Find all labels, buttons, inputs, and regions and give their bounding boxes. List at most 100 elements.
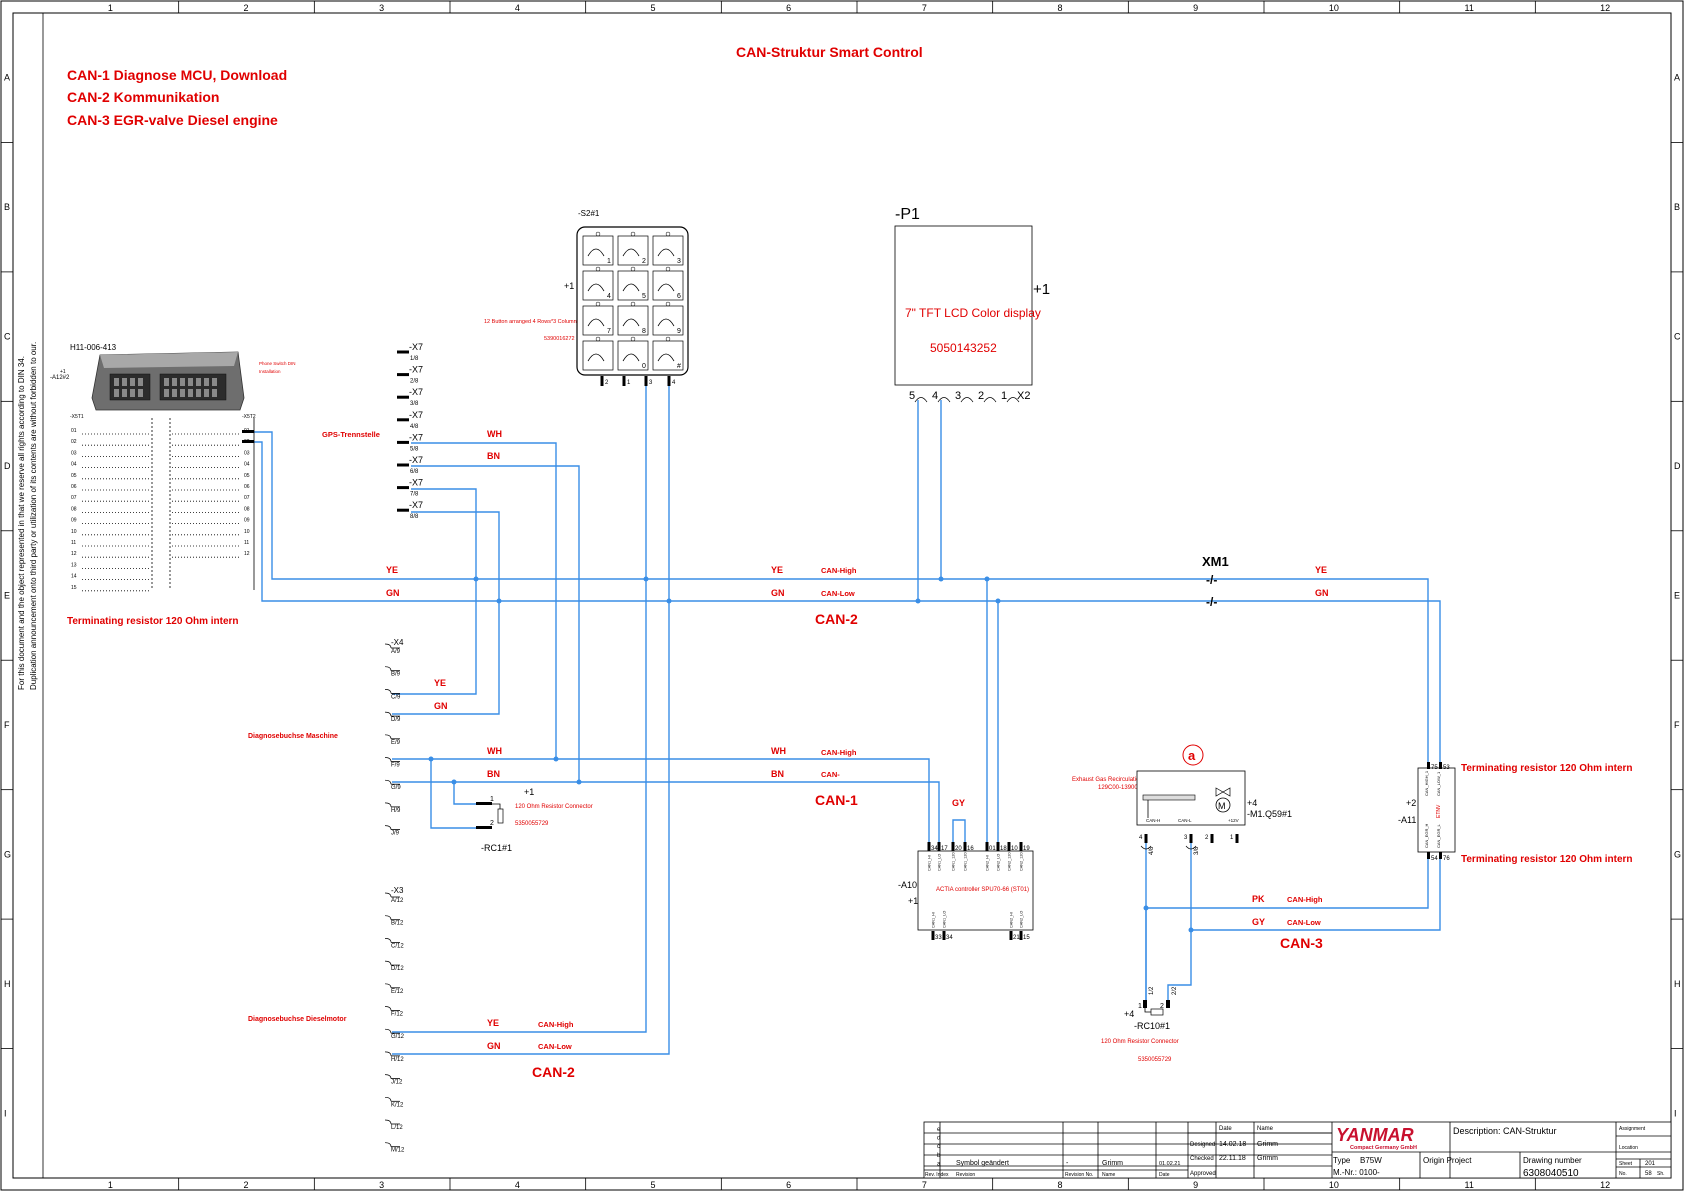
- keypad-button[interactable]: #: [652, 336, 684, 371]
- can1-label: CAN-1: [815, 792, 858, 808]
- rc1-wire-2: [453, 782, 492, 805]
- keypad-button[interactable]: 6: [652, 266, 684, 301]
- egr-desc-2: 129C00-13900: [1098, 785, 1138, 791]
- mcu-right-pin: 05: [244, 473, 250, 479]
- mcu-right-pin: 07: [244, 495, 250, 501]
- x7-connector: -X71/8-X72/8-X73/8-X74/8-X75/8-X76/8-X77…: [397, 342, 423, 520]
- x3-pin: D/12: [391, 966, 404, 972]
- type-value: B75W: [1360, 1156, 1382, 1165]
- col-date: Date: [1159, 1172, 1170, 1178]
- x3-pin: M/12: [391, 1148, 405, 1154]
- mcu-left-pin: 10: [71, 529, 77, 535]
- mcu-right-pin: 03: [244, 450, 250, 456]
- mcu-right-pin: 04: [244, 462, 250, 468]
- rc10-ref: -RC10#1: [1134, 1021, 1170, 1031]
- mcu-right-pin: 09: [244, 518, 250, 524]
- keypad-button[interactable]: 2: [617, 231, 649, 266]
- xm1-sep-1: -/-: [1206, 573, 1217, 587]
- keypad-button[interactable]: 3: [652, 231, 684, 266]
- gn-label-5: GN: [487, 1041, 501, 1051]
- keypad-button[interactable]: 5: [617, 266, 649, 301]
- mcu-left-pin: 06: [71, 484, 77, 490]
- col-mark-bottom-9: 9: [1193, 1180, 1198, 1190]
- rc1-plus: +1: [524, 787, 534, 797]
- x3-pin: K/12: [391, 1102, 404, 1108]
- can3-label: CAN-3: [1280, 935, 1323, 951]
- x3-label: -X3: [391, 886, 404, 895]
- egr-pin: 2: [1205, 835, 1209, 841]
- rev-a-text: Symbol geändert: [956, 1160, 1009, 1167]
- keypad-desc: 12 Button arranged 4 Rows*3 Columns: [484, 319, 580, 325]
- rev-index: b: [937, 1153, 941, 1159]
- rev-index: e: [937, 1127, 941, 1133]
- x7-label: -X7: [409, 500, 423, 510]
- keypad-button[interactable]: 8: [617, 301, 649, 336]
- mcu-left-pin: 13: [71, 562, 77, 568]
- rc1-connector: +1 120 Ohm Resistor Connector 5350055729…: [476, 787, 593, 853]
- egr-pinlabel-can-l: CAN-L: [1178, 818, 1192, 823]
- type-label: Type: [1333, 1156, 1351, 1165]
- rc10-wire-2: 2/2: [1172, 986, 1178, 995]
- keypad-button[interactable]: 0: [617, 336, 649, 371]
- col-revision: Revision: [956, 1172, 975, 1178]
- rc10-connector: 1 2 1/2 2/2 +4 -RC10#1 120 Ohm Resistor …: [1101, 986, 1179, 1063]
- rc10-part: 5350055729: [1138, 1057, 1172, 1063]
- brand-logo: YANMAR: [1336, 1125, 1414, 1145]
- gps-label: GPS-Trennstelle: [322, 430, 380, 439]
- col-mark-bottom-6: 6: [786, 1180, 791, 1190]
- sheet-value: 201: [1645, 1161, 1656, 1167]
- x4-pin: C/9: [391, 694, 401, 700]
- keypad-key-label: 9: [677, 328, 681, 335]
- col-rev-index: Rev. Index: [925, 1172, 949, 1178]
- drawing-number: 6308040510: [1523, 1168, 1579, 1179]
- mcu-x1-label: -X5T1: [70, 414, 84, 420]
- gn-label-2: GN: [771, 588, 785, 598]
- a11-sig-3: CAN_EGR_H: [1424, 823, 1429, 848]
- col-mark-bottom-3: 3: [379, 1180, 384, 1190]
- row-mark-right-D: D: [1674, 461, 1681, 471]
- can2-high-bus: [254, 431, 1429, 763]
- wiring: [254, 386, 1441, 1055]
- a11-pin-53: 53: [1443, 765, 1450, 771]
- keypad-key-label: #: [677, 363, 681, 370]
- can-low-label-3: CAN-Low: [538, 1042, 572, 1051]
- can-high-label-2: CAN-High: [821, 748, 857, 757]
- row-mark-right-B: B: [1674, 202, 1680, 212]
- col-mark-top-10: 10: [1329, 3, 1339, 13]
- a11-pin-75: 75: [1431, 765, 1438, 771]
- row-mark-left-G: G: [4, 849, 11, 859]
- can2-label-1: CAN-2: [815, 611, 858, 627]
- keypad-button[interactable]: [582, 336, 614, 371]
- x7-label: -X7: [409, 365, 423, 375]
- side-note-2: Duplication announcement onto third part…: [29, 342, 38, 690]
- keypad-button[interactable]: 7: [582, 301, 614, 336]
- rc1-pin-1: 1: [490, 796, 494, 803]
- a10-bottom-pin: 21: [1013, 935, 1020, 941]
- egr-pin: 4: [1139, 835, 1143, 841]
- a10-bottom-pin: 15: [1023, 935, 1030, 941]
- col-mark-bottom-8: 8: [1058, 1180, 1063, 1190]
- keypad-key-label: 0: [642, 363, 646, 370]
- rc1-desc: 120 Ohm Resistor Connector: [515, 804, 593, 810]
- can3-gy-wire: [1190, 843, 1441, 931]
- keypad-button[interactable]: 9: [652, 301, 684, 336]
- keypad-key-label: 2: [642, 258, 646, 265]
- row-mark-left-F: F: [4, 720, 10, 730]
- col-mark-bottom-4: 4: [515, 1180, 520, 1190]
- a10-bottom-signal: CAN2_LO: [1020, 911, 1024, 928]
- rc10-wire-1: 1/2: [1149, 986, 1155, 995]
- rc10-desc: 120 Ohm Resistor Connector: [1101, 1039, 1179, 1045]
- a10-top-pin: 20: [955, 846, 962, 852]
- x4-pin: H/9: [391, 808, 401, 814]
- keypad-key-label: 7: [607, 328, 611, 335]
- display-pin: 5: [909, 390, 915, 402]
- keypad-button[interactable]: 1: [582, 231, 614, 266]
- col-mark-top-6: 6: [786, 3, 791, 13]
- can-minus-label: CAN-: [821, 770, 840, 779]
- x4-pin: E/9: [391, 740, 401, 746]
- egr-motor: M: [1218, 801, 1226, 811]
- x4-pin: B/9: [391, 672, 401, 678]
- keypad-button[interactable]: 4: [582, 266, 614, 301]
- can2-label-2: CAN-2: [532, 1064, 575, 1080]
